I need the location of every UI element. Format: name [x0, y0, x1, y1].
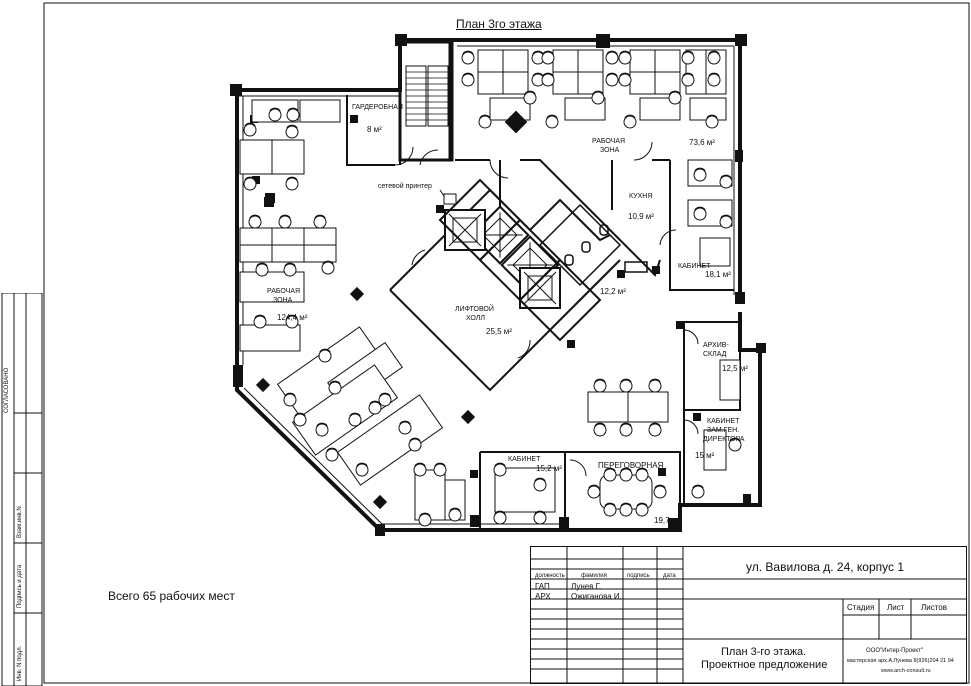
meeting-label: ПЕРЕГОВОРНАЯ [598, 461, 664, 470]
desks-top [477, 49, 733, 267]
company-name: ООО"Интер-Проект" [866, 648, 924, 654]
row-2-surname: Ожиганова И. [571, 592, 622, 601]
agreed-label: СОГЛАСОВАНО [4, 367, 10, 413]
columns [230, 34, 766, 536]
drawing-frame [43, 2, 970, 684]
office-right-area: 18,1 м² [705, 270, 731, 279]
side-strip-grid [1, 293, 43, 686]
work-zone-top-label-2: ЗОНА [600, 147, 620, 154]
col-signature: подпись [627, 573, 650, 579]
office-right-label: КАБИНЕТ [678, 263, 711, 270]
title-block: ул. Вавилова д. 24, корпус 1 должность ф… [530, 546, 967, 684]
lift-hall-area: 25,5 м² [486, 327, 512, 336]
deputy-office-area: 15 м² [695, 451, 715, 460]
doc-title-1: План 3-го этажа. [721, 646, 807, 658]
doors [394, 141, 699, 477]
company-site: www.arch-consult.ru [881, 668, 931, 674]
work-zone-left-area: 124,4 м² [277, 313, 308, 322]
desks-left [239, 99, 466, 521]
work-zone-top-label-1: РАБОЧАЯ [592, 138, 626, 145]
wc-fixtures [538, 203, 648, 287]
deputy-office-label-1: КАБИНЕТ [707, 418, 740, 425]
total-workplaces: Всего 65 рабочих мест [108, 589, 235, 603]
stage-label: Стадия [847, 603, 875, 612]
printer-label: сетевой принтер [378, 183, 432, 190]
row-1-surname: Лунев Г. [571, 582, 602, 591]
inv-orig-label: Инв. N подл. [17, 645, 23, 681]
work-zone-top-area: 73,6 м² [689, 138, 715, 147]
lift-shafts [438, 178, 602, 342]
address: ул. Вавилова д. 24, корпус 1 [746, 560, 905, 574]
office-bottom-label: КАБИНЕТ [508, 456, 541, 463]
col-position: должность [535, 573, 565, 579]
printer-icon [443, 193, 457, 205]
inv-replace-label: Взам.инв.N [17, 506, 23, 538]
archive-area: 12,5 м² [722, 364, 748, 373]
col-date: дата [663, 573, 676, 579]
side-strip: СОГЛАСОВАНО Взам.инв.N Подпись и дата Ин… [0, 293, 44, 686]
kitchen-area: 10,9 м² [628, 212, 654, 221]
work-zone-left-label-2: ЗОНА [273, 297, 293, 304]
doc-title-2: Проектное предложение [701, 659, 828, 671]
sheet-label: Лист [887, 603, 905, 612]
desks-mid [494, 359, 741, 513]
interior-walls [389, 159, 741, 530]
deputy-office-label-2: ЗАМ.ГЕН. [707, 427, 740, 434]
col-surname: фамилия [581, 573, 607, 579]
kitchen-label: КУХНЯ [629, 193, 653, 200]
wardrobe-area: 8 м² [367, 125, 382, 134]
archive-label-2: СКЛАД [703, 351, 727, 358]
office-bottom-area: 15,2 м² [536, 464, 562, 473]
sign-date-label: Подпись и дата [17, 564, 23, 608]
archive-label-1: АРХИВ- [703, 342, 729, 349]
company-details: мастерская арх.А.Лунева 8(926)204 21 94 [847, 658, 954, 664]
sheets-label: Листов [921, 603, 947, 612]
wc-area: 12,2 м² [600, 287, 626, 296]
work-zone-left-label-1: РАБОЧАЯ [267, 288, 301, 295]
stair [398, 40, 454, 162]
row-1-position: ГАП [535, 582, 550, 591]
elevators [444, 205, 561, 309]
wardrobe-label: ГАРДЕРОБНАЯ [352, 104, 403, 111]
lift-hall-label-2: ХОЛЛ [466, 315, 485, 322]
deputy-office-label-3: ДИРЕКТОРА [703, 436, 745, 443]
lift-hall-label-1: ЛИФТОВОЙ [455, 306, 494, 313]
title-block-grid [531, 547, 966, 683]
plan-title: План 3го этажа [456, 17, 542, 31]
row-2-position: АРХ [535, 592, 551, 601]
meeting-area: 19,7 м² [654, 516, 680, 525]
